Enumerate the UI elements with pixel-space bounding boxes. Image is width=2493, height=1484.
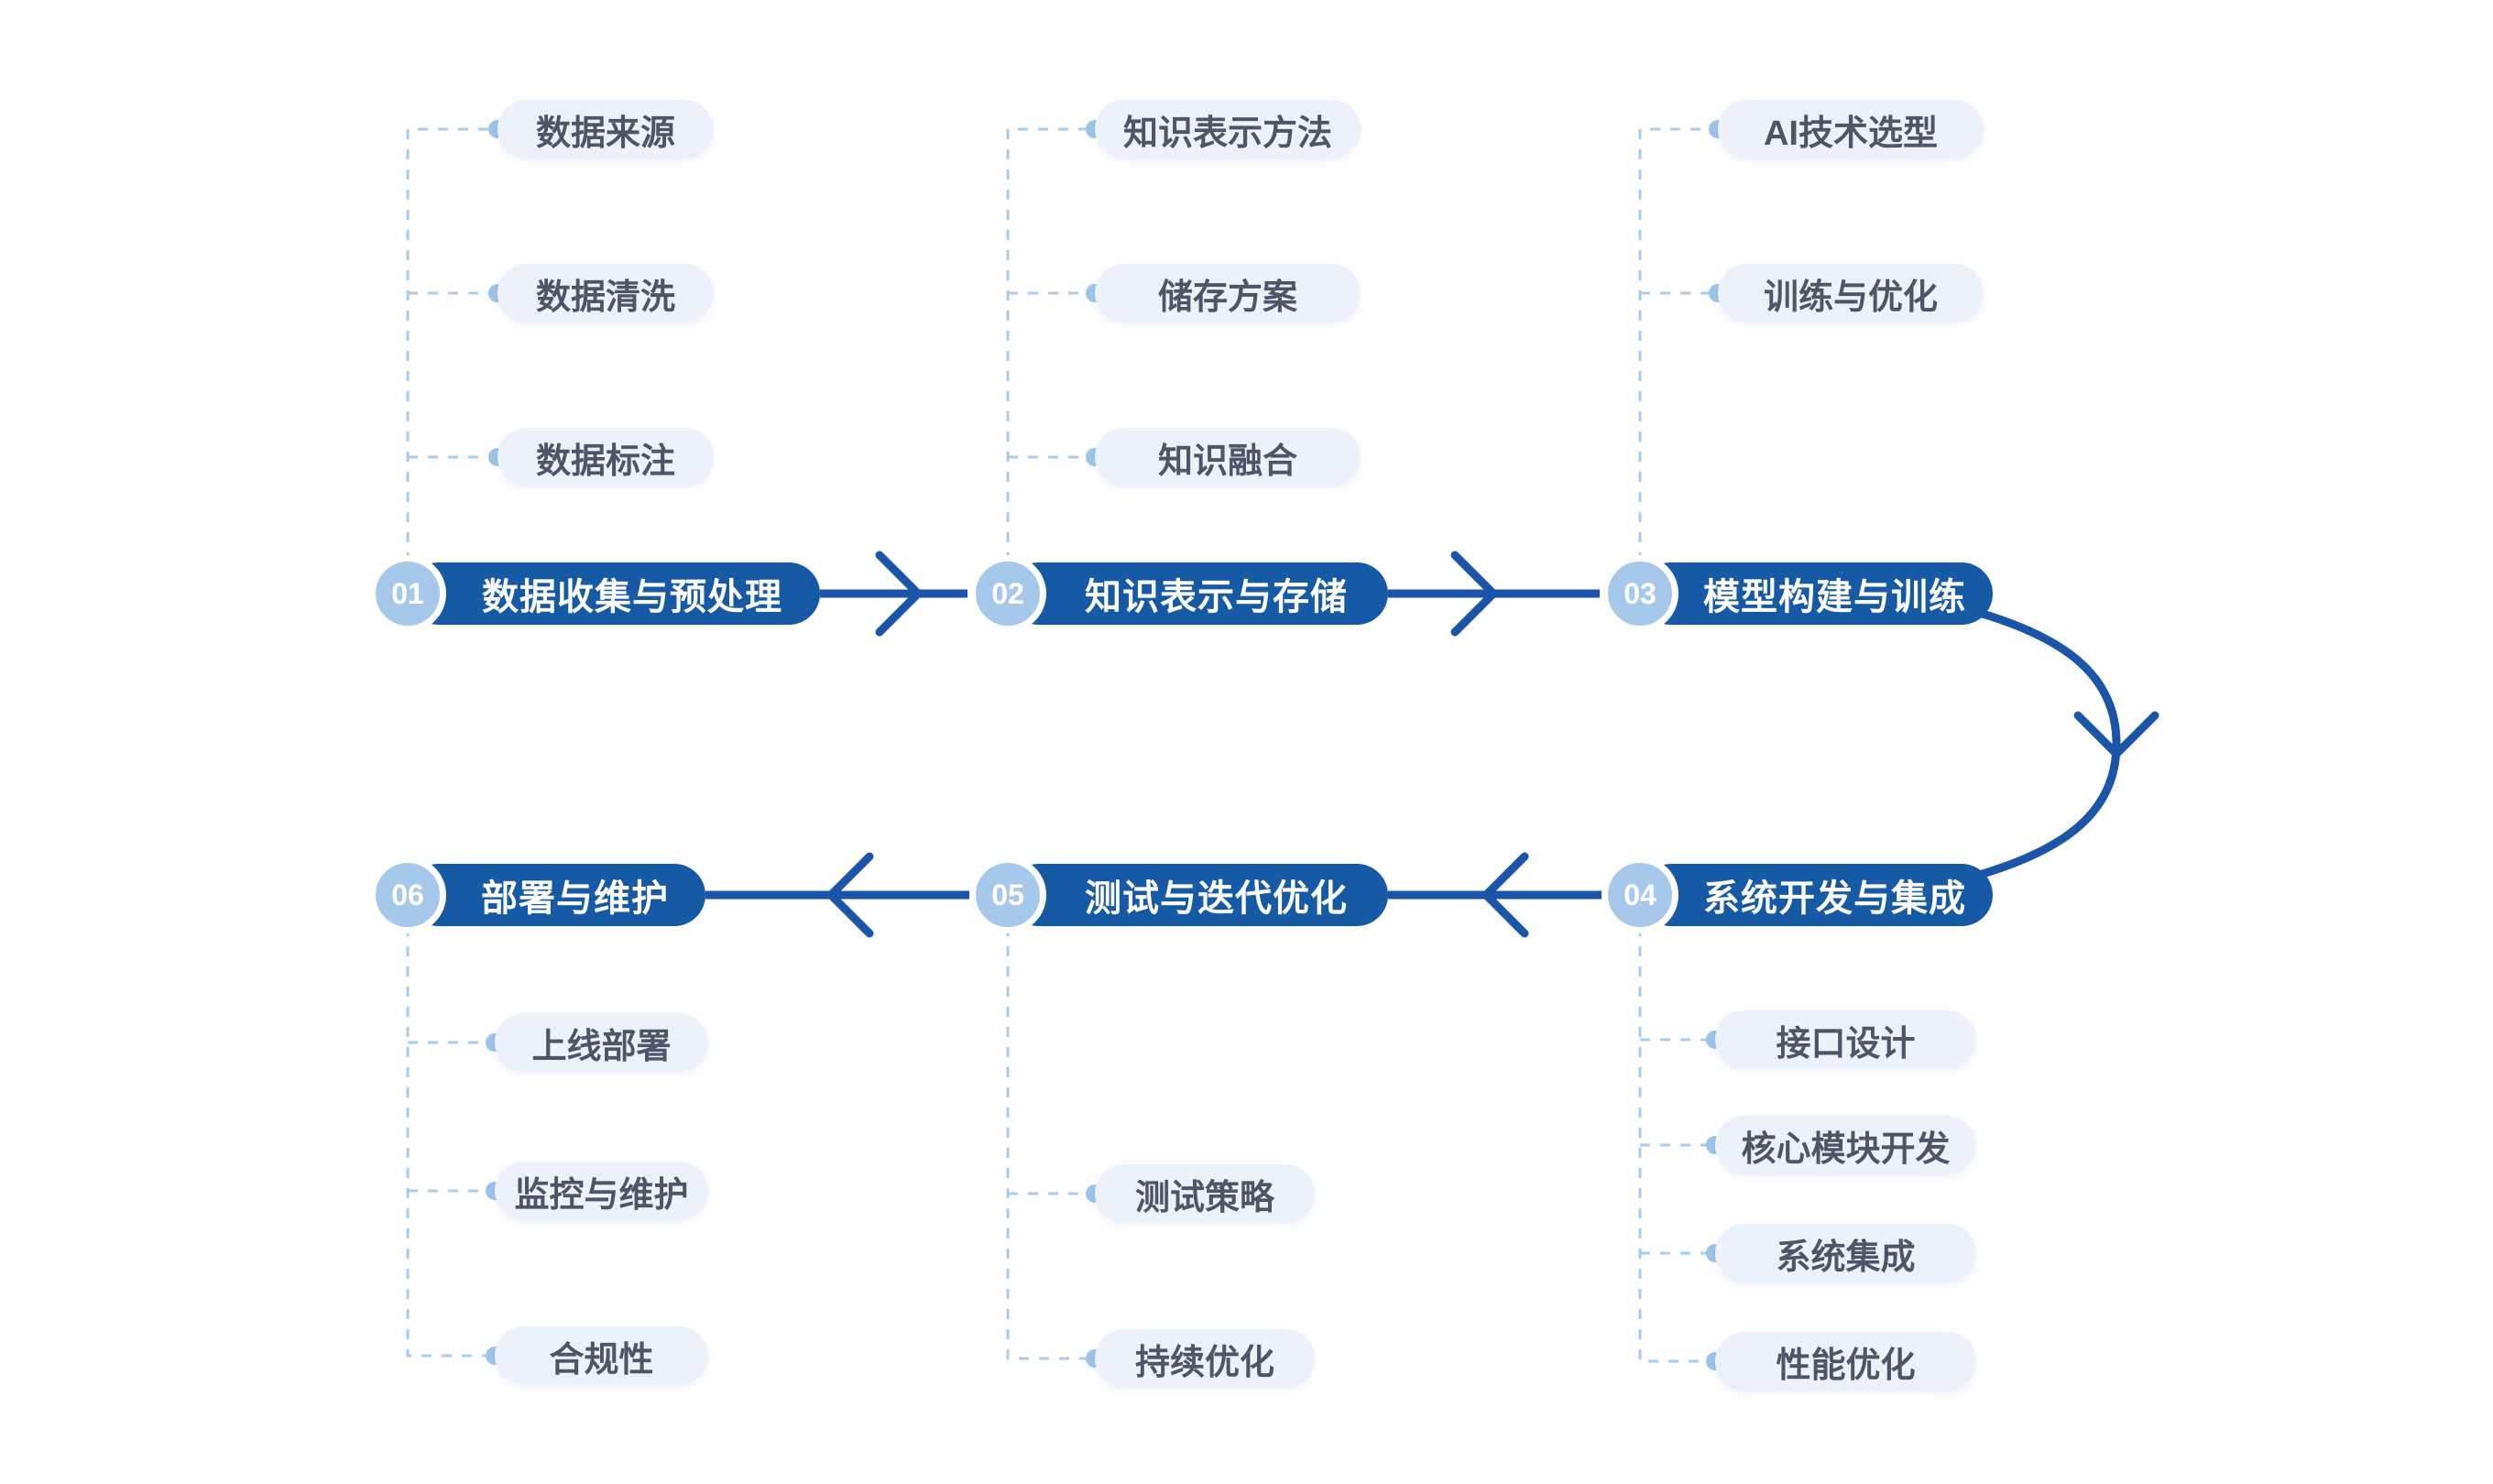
stage-number-badge-03: 03 xyxy=(1602,555,1678,632)
stage-number-badge-01: 01 xyxy=(369,555,446,632)
stage-number-badge-04: 04 xyxy=(1602,857,1678,933)
sub-item-pill: 系统集成 xyxy=(1715,1224,1976,1282)
stage-node-06: 部署与维护 xyxy=(408,864,705,926)
stage-number: 05 xyxy=(991,878,1024,911)
flow-arrow-01-02 xyxy=(820,551,968,637)
sub-item-pill: 核心模块开发 xyxy=(1715,1116,1976,1174)
sub-item-pill: 训练与优化 xyxy=(1718,264,1984,322)
stage-node-05: 测试与迭代优化 xyxy=(1008,864,1388,926)
sub-item-pill: 上线部署 xyxy=(495,1013,708,1072)
sub-item-pill: 储存方案 xyxy=(1095,264,1361,322)
stage-number-badge-02: 02 xyxy=(969,555,1046,632)
stage-number-badge-06: 06 xyxy=(369,857,446,933)
sub-item-pill: 合规性 xyxy=(495,1326,708,1385)
flow-arrow-05-06 xyxy=(705,852,969,938)
stage-number: 06 xyxy=(391,878,424,911)
flow-arrow-02-03 xyxy=(1388,551,1600,637)
sub-item-pill: 知识融合 xyxy=(1095,428,1361,486)
stage-node-04: 系统开发与集成 xyxy=(1640,864,1993,926)
sub-item-pill: 测试策略 xyxy=(1095,1164,1315,1223)
sub-item-pill: AI技术选型 xyxy=(1718,100,1984,158)
stage-number-badge-05: 05 xyxy=(969,857,1046,933)
stage-node-03: 模型构建与训练 xyxy=(1640,562,1993,625)
stage-number: 04 xyxy=(1624,878,1657,911)
sub-item-pill: 持续优化 xyxy=(1095,1329,1315,1388)
stage-number: 01 xyxy=(391,576,424,610)
sub-item-pill: 监控与维护 xyxy=(495,1162,708,1220)
stage-node-02: 知识表示与存储 xyxy=(1008,562,1388,625)
flow-arrow-04-05 xyxy=(1388,852,1602,938)
stage-node-01: 数据收集与预处理 xyxy=(408,562,820,625)
stage-number: 03 xyxy=(1624,576,1657,610)
sub-item-pill: 数据来源 xyxy=(498,100,714,158)
sub-item-pill: 接口设计 xyxy=(1715,1010,1976,1069)
sub-item-pill: 数据标注 xyxy=(498,428,714,486)
flow-arc-03-04 xyxy=(1968,606,2160,882)
sub-item-pill: 知识表示方法 xyxy=(1095,100,1361,158)
sub-item-pill: 数据清洗 xyxy=(498,264,714,322)
dashed-branch-lines xyxy=(406,127,1718,1363)
stage-number: 02 xyxy=(991,576,1024,610)
sub-item-pill: 性能优化 xyxy=(1715,1332,1976,1391)
